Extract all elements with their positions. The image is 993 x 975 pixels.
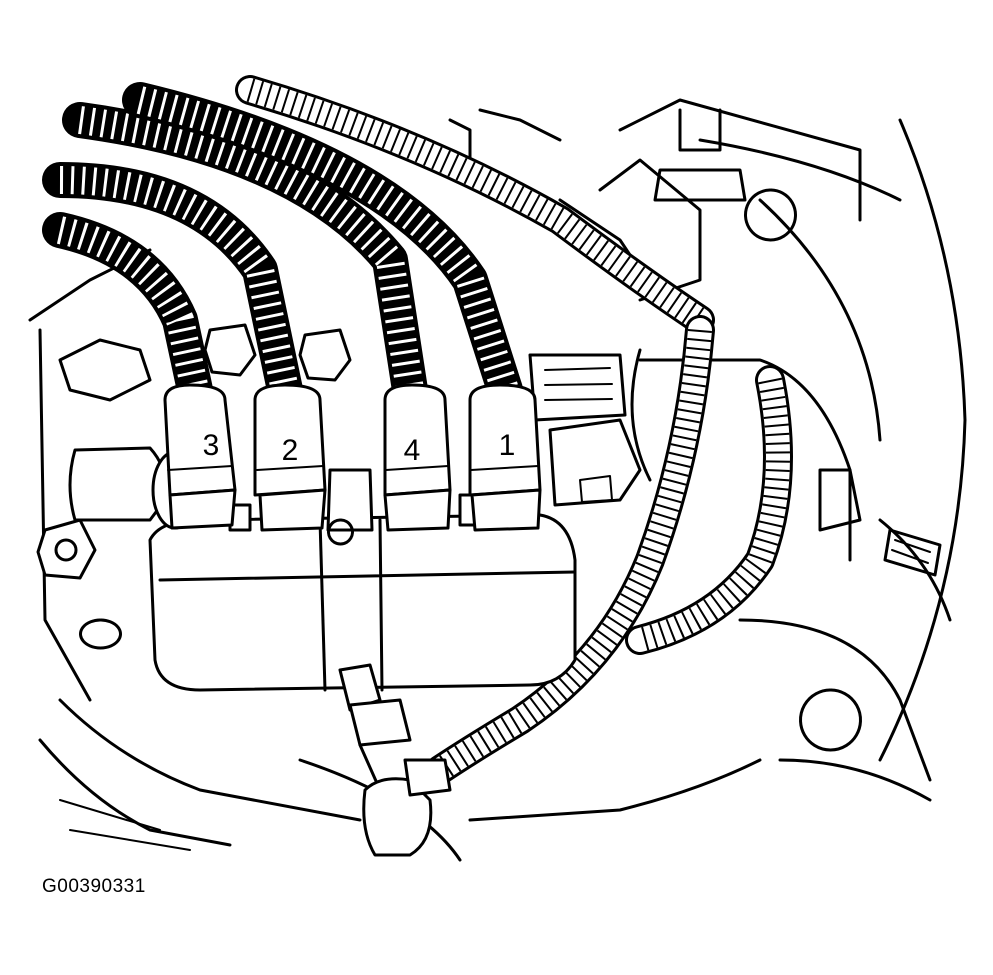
engine-background bbox=[28, 98, 967, 862]
coil-pack bbox=[148, 353, 642, 692]
wiring-harness bbox=[425, 315, 793, 785]
terminal-number-3: 3 bbox=[203, 429, 220, 462]
coil-boots bbox=[163, 383, 542, 532]
terminal-labels: 3 2 4 1 bbox=[203, 429, 516, 467]
overhead-conduit bbox=[235, 75, 715, 335]
lower-connector bbox=[338, 663, 452, 857]
terminal-number-1: 1 bbox=[499, 429, 516, 462]
terminal-number-4: 4 bbox=[404, 434, 421, 467]
terminal-number-2: 2 bbox=[282, 434, 299, 467]
figure-id: G00390331 bbox=[42, 876, 146, 897]
mounting-bolts bbox=[36, 323, 477, 580]
spark-plug-wires bbox=[42, 82, 523, 408]
